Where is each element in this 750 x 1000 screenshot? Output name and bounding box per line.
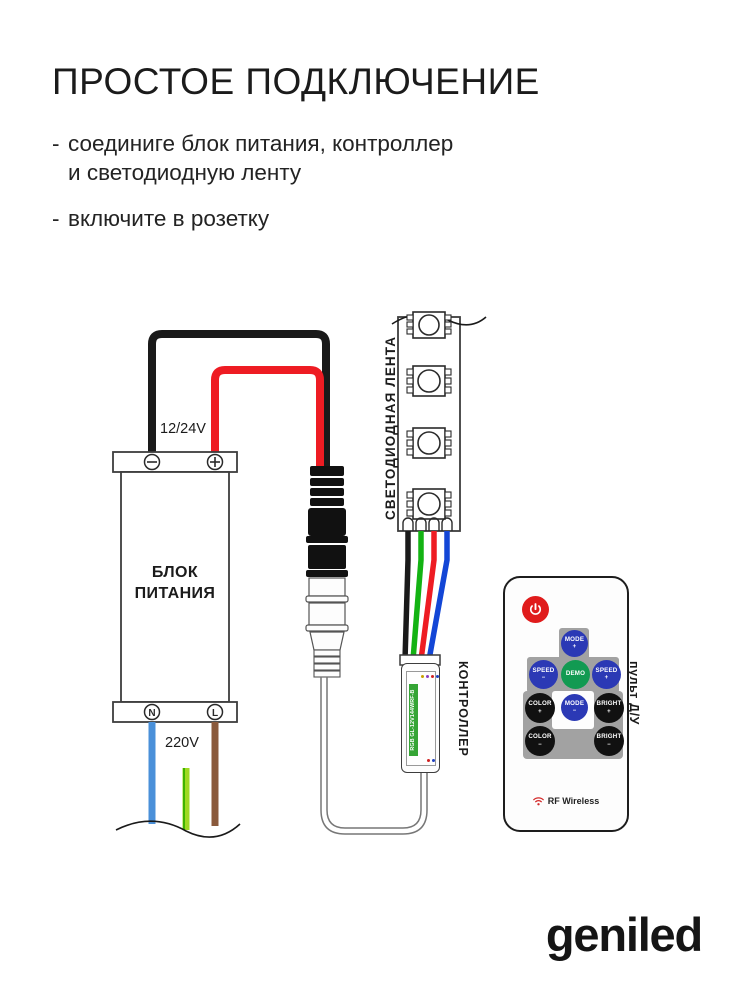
wire-dc-positive <box>211 366 324 468</box>
rf-wireless-text: RF Wireless <box>547 796 600 806</box>
button-color-plus[interactable]: COLOR + <box>525 693 555 723</box>
button-bright-minus[interactable]: BRIGHT − <box>594 726 624 756</box>
led-strip-cut-edge <box>391 313 487 326</box>
button-label: MODE <box>564 635 585 643</box>
dc-barrel-plug <box>305 466 349 678</box>
led-strip-solder-pads <box>402 517 453 531</box>
button-label: BRIGHT <box>596 733 622 741</box>
psu-terminal-live <box>206 703 224 721</box>
led-package <box>406 365 452 397</box>
controller-indicator-led <box>427 759 431 763</box>
instruction-item: - включите в розетку <box>52 204 692 234</box>
button-bright-plus[interactable]: BRIGHT + <box>594 693 624 723</box>
controller-board-text: RGB GL-12V144WRF-B <box>409 689 416 751</box>
wifi-icon <box>532 796 544 805</box>
button-label: SPEED <box>595 666 618 674</box>
led-strip-body <box>397 316 461 532</box>
power-icon <box>529 603 542 615</box>
controller-label: КОНТРОЛЛЕР <box>456 661 470 757</box>
led-strip-label: СВЕТОДИОДНАЯ ЛЕНТА <box>383 335 398 520</box>
button-label: BRIGHT <box>596 700 622 708</box>
controller-board-strip: RGB GL-12V144WRF-B <box>408 684 418 756</box>
button-symbol: + <box>538 708 542 715</box>
psu-terminal-minus <box>143 453 161 471</box>
brand-logo: geniled <box>545 908 703 961</box>
rgb-controller[interactable]: RGB GL-12V144WRF-B <box>401 663 440 773</box>
psu-terminal-block-bottom <box>112 701 238 723</box>
psu-terminal-block-top <box>112 451 238 473</box>
controller-indicator-led <box>432 759 436 763</box>
button-speed-minus[interactable]: SPEED − <box>529 660 558 689</box>
button-label: DEMO <box>565 669 586 677</box>
button-label: MODE <box>564 699 585 707</box>
rf-remote-control[interactable]: MODE + SPEED − DEMO SPEED + COLOR + MODE… <box>503 576 629 832</box>
button-label: COLOR <box>528 733 552 741</box>
bullet-dash-icon: - <box>52 206 60 232</box>
bullet-dash-icon: - <box>52 130 60 156</box>
button-symbol: − <box>541 675 546 682</box>
button-label: SPEED <box>532 666 555 674</box>
button-symbol: − <box>607 741 611 748</box>
instruction-text: включите в розетку <box>68 206 270 232</box>
psu-terminal-neutral <box>143 703 161 721</box>
page-title: ПРОСТОЕ ПОДКЛЮЧЕНИЕ <box>52 61 540 102</box>
button-symbol: − <box>538 741 542 748</box>
button-label: COLOR <box>528 700 552 708</box>
controller-pcb: RGB GL-12V144WRF-B <box>406 671 440 766</box>
neutral-glyph: N <box>148 708 155 719</box>
led-package <box>406 311 452 339</box>
power-supply-label: БЛОК ПИТАНИЯ <box>134 564 216 603</box>
button-mode-minus[interactable]: MODE − <box>561 694 588 721</box>
instruction-text: соединиге блок питания, контроллер и све… <box>68 130 454 186</box>
wire-led-red <box>418 531 437 661</box>
button-symbol: + <box>604 675 609 682</box>
button-demo[interactable]: DEMO <box>561 660 590 689</box>
header-block: ПРОСТОЕ ПОДКЛЮЧЕНИЕ - соединиге блок пит… <box>52 61 692 250</box>
power-button[interactable] <box>522 596 549 623</box>
psu-terminal-plus <box>206 453 224 471</box>
cable-cut-edge <box>115 820 241 838</box>
button-symbol: − <box>572 708 577 715</box>
controller-indicator-led <box>436 675 440 679</box>
button-color-minus[interactable]: COLOR − <box>525 726 555 756</box>
led-package <box>406 488 452 520</box>
rf-wireless-footer: RF Wireless <box>505 796 627 806</box>
live-glyph: L <box>212 708 218 719</box>
led-package <box>406 427 452 459</box>
wire-led-blue <box>426 531 450 661</box>
wire-led-green <box>410 531 424 661</box>
instruction-item: - соединиге блок питания, контроллер и с… <box>52 129 692 188</box>
wire-led-common <box>402 531 411 661</box>
controller-indicator-led <box>421 675 425 679</box>
button-mode-plus[interactable]: MODE + <box>561 630 588 657</box>
wire-dc-negative <box>148 330 330 468</box>
button-symbol: + <box>572 644 577 651</box>
remote-label: пульт Д/У <box>627 661 641 726</box>
dc-voltage-label: 12/24V <box>160 421 206 437</box>
ac-voltage-label: 220V <box>165 735 199 751</box>
controller-indicator-led <box>426 675 430 679</box>
button-symbol: + <box>607 708 611 715</box>
button-speed-plus[interactable]: SPEED + <box>592 660 621 689</box>
controller-indicator-led <box>431 675 435 679</box>
